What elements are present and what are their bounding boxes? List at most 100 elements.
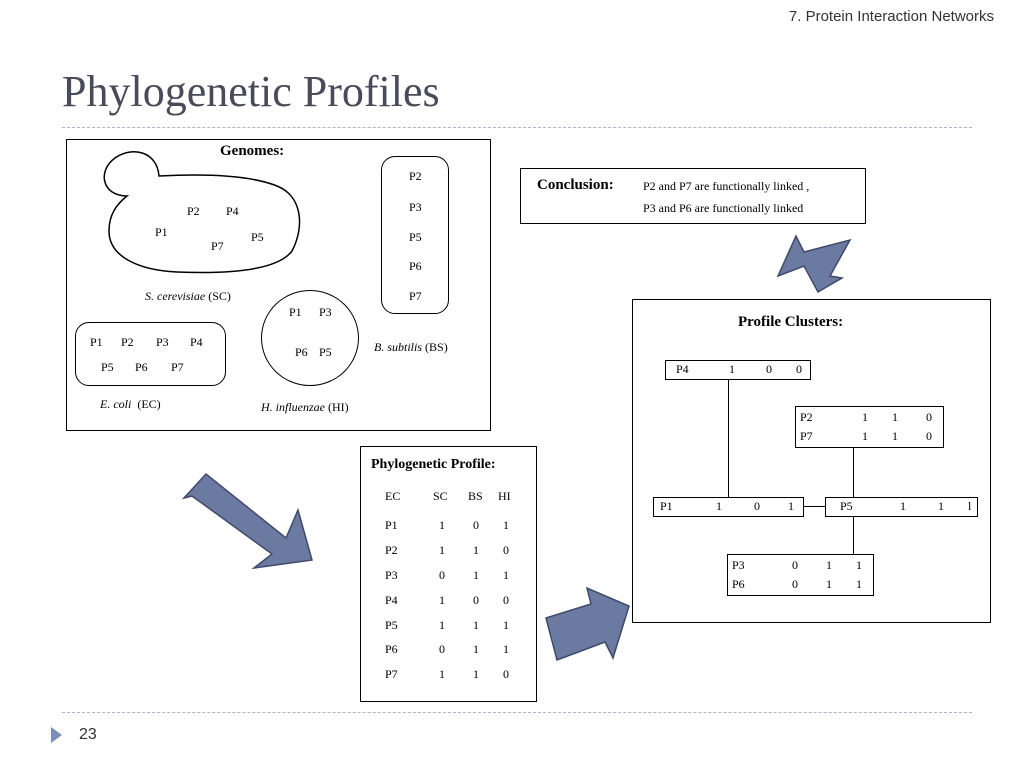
cluster-box-p3-p6: P3 0 1 1 P6 0 1 1 xyxy=(727,554,874,596)
cluster-cell: 1 xyxy=(856,577,862,591)
ec-protein: P4 xyxy=(190,335,203,349)
cluster-cell: P3 xyxy=(732,558,745,572)
profile-row: P3 0 1 1 xyxy=(361,568,538,586)
cluster-cell: 1 xyxy=(938,499,944,513)
profile-cell: 0 xyxy=(439,568,445,582)
profile-cell: 1 xyxy=(439,543,445,557)
profile-cell: 1 xyxy=(473,568,479,582)
profile-cell: 1 xyxy=(473,618,479,632)
profile-column-header: EC xyxy=(385,489,401,503)
hi-protein: P6 xyxy=(295,345,308,359)
profile-cell: 1 xyxy=(503,618,509,632)
ec-protein: P3 xyxy=(156,335,169,349)
cluster-cell: 1 xyxy=(862,410,868,424)
profile-cell: P7 xyxy=(385,667,398,681)
profile-cell: 0 xyxy=(473,593,479,607)
bs-protein: P7 xyxy=(409,289,422,303)
profile-row: P5 1 1 1 xyxy=(361,618,538,636)
conclusion-line: P2 and P7 are functionally linked , xyxy=(643,179,810,193)
cluster-cell: P7 xyxy=(800,429,813,443)
profile-cell: P1 xyxy=(385,518,398,532)
genomes-panel: Genomes: P2 P4 P1 P7 P5 S. cerevisiae (S… xyxy=(66,139,491,431)
bs-protein: P6 xyxy=(409,259,422,273)
title-divider xyxy=(62,127,972,128)
profile-cell: 0 xyxy=(503,667,509,681)
cluster-cell: P4 xyxy=(676,362,689,376)
play-triangle-icon xyxy=(51,727,62,743)
arrow-profile-to-clusters xyxy=(545,586,630,661)
profile-row: P7 1 1 0 xyxy=(361,667,538,685)
cluster-cell: 1 xyxy=(900,499,906,513)
profile-cell: 1 xyxy=(473,642,479,656)
conclusion-label: Conclusion: xyxy=(537,177,614,193)
cluster-cell: 0 xyxy=(926,410,932,424)
profile-cell: 1 xyxy=(439,593,445,607)
cluster-cell: 1 xyxy=(862,429,868,443)
profile-cell: 1 xyxy=(473,667,479,681)
profile-title: Phylogenetic Profile: xyxy=(371,457,496,472)
slide-title: Phylogenetic Profiles xyxy=(62,67,440,116)
hi-protein: P1 xyxy=(289,305,302,319)
sc-genome-outline xyxy=(103,151,301,274)
connector-p1-p5 xyxy=(803,506,825,507)
profile-row: P4 1 0 0 xyxy=(361,593,538,611)
cluster-box-p4: P4 1 0 0 xyxy=(665,360,811,380)
cluster-cell: P2 xyxy=(800,410,813,424)
sc-protein: P7 xyxy=(211,239,224,253)
cluster-cell: 0 xyxy=(926,429,932,443)
cluster-cell: 0 xyxy=(792,558,798,572)
sc-protein: P5 xyxy=(251,230,264,244)
profile-row: P1 1 0 1 xyxy=(361,518,538,536)
cluster-cell: 1 xyxy=(856,558,862,572)
cluster-cell: 1 xyxy=(826,558,832,572)
profile-cell: 1 xyxy=(473,543,479,557)
profile-cell: 1 xyxy=(503,568,509,582)
profile-header-row: EC SC BS HI xyxy=(361,489,538,507)
cluster-cell: 1 xyxy=(892,429,898,443)
profile-cell: P5 xyxy=(385,618,398,632)
profile-column-header: SC xyxy=(433,489,448,503)
cluster-box-p2-p7: P2 1 1 0 P7 1 1 0 xyxy=(795,406,944,448)
profile-row: P6 0 1 1 xyxy=(361,642,538,660)
slide-number: 23 xyxy=(79,726,97,743)
cluster-cell: P1 xyxy=(660,499,673,513)
profile-column-header: HI xyxy=(498,489,511,503)
ec-protein: P6 xyxy=(135,360,148,374)
hi-genome-label: H. influenzae (HI) xyxy=(261,400,349,414)
cluster-cell: 0 xyxy=(792,577,798,591)
profile-column-header: BS xyxy=(468,489,483,503)
arrow-clusters-to-conclusion xyxy=(776,234,852,294)
cluster-cell: 1 xyxy=(729,362,735,376)
profile-cell: P6 xyxy=(385,642,398,656)
bs-protein: P3 xyxy=(409,200,422,214)
sc-protein: P1 xyxy=(155,225,168,239)
ec-genome-outline xyxy=(75,322,226,386)
sc-genome-label: S. cerevisiae (SC) xyxy=(145,289,231,303)
profile-cell: 1 xyxy=(439,667,445,681)
profile-cell: P3 xyxy=(385,568,398,582)
bs-genome-outline xyxy=(381,156,449,314)
genomes-title: Genomes: xyxy=(220,143,285,159)
ec-protein: P1 xyxy=(90,335,103,349)
cluster-cell: P6 xyxy=(732,577,745,591)
ec-genome-label: E. coli (EC) xyxy=(100,397,161,411)
cluster-cell: 1 xyxy=(716,499,722,513)
profile-cell: 0 xyxy=(503,543,509,557)
profile-cell: 0 xyxy=(473,518,479,532)
profile-cell: P4 xyxy=(385,593,398,607)
profile-cell: 0 xyxy=(503,593,509,607)
cluster-box-p5: P5 1 1 l xyxy=(825,497,978,517)
clusters-panel: Profile Clusters: P4 1 0 0 P2 1 1 0 P7 1… xyxy=(632,299,991,623)
conclusion-panel: Conclusion: P2 and P7 are functionally l… xyxy=(520,168,866,224)
profile-cell: 1 xyxy=(503,642,509,656)
ec-protein: P2 xyxy=(121,335,134,349)
profile-panel: Phylogenetic Profile: EC SC BS HI P1 1 0… xyxy=(360,446,537,702)
ec-protein: P7 xyxy=(171,360,184,374)
sc-protein: P4 xyxy=(226,204,239,218)
cluster-cell: l xyxy=(968,499,972,513)
connector-p4-p1 xyxy=(728,379,729,497)
cluster-cell: P5 xyxy=(840,499,853,513)
hi-protein: P3 xyxy=(319,305,332,319)
connector-p5-p3p6 xyxy=(853,515,854,556)
sc-protein: P2 xyxy=(187,204,200,218)
